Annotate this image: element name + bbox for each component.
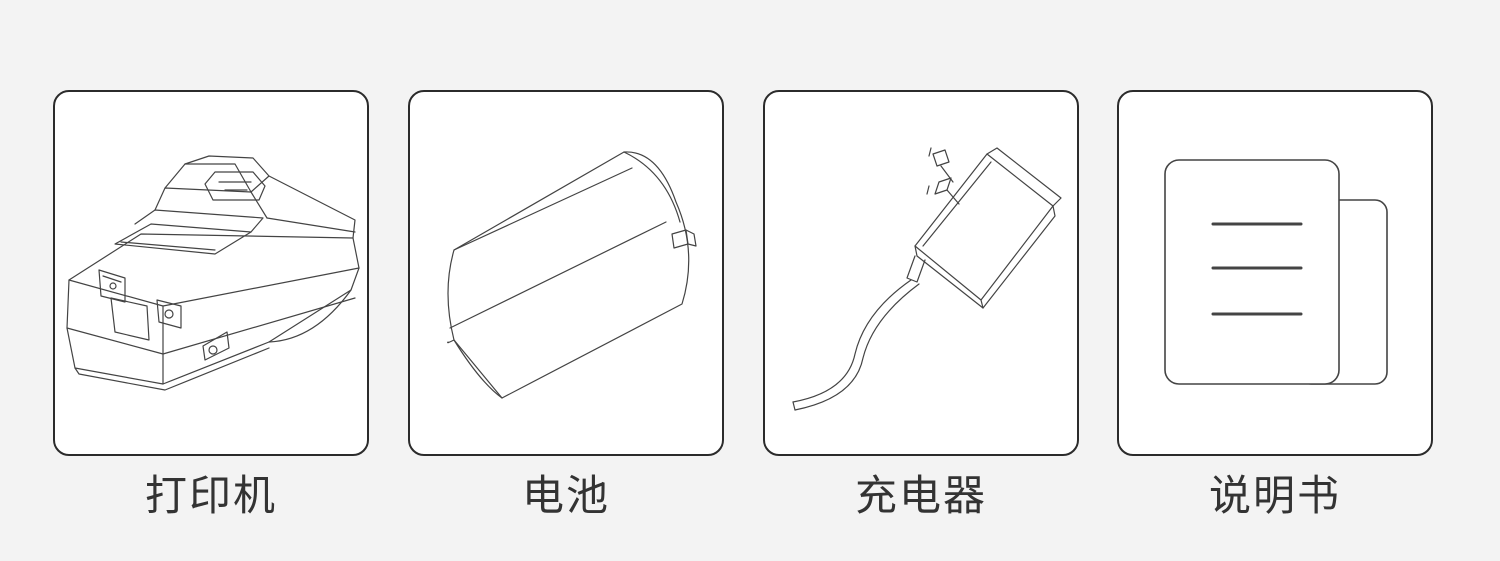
printer-card <box>53 90 369 456</box>
manual-icon <box>1164 159 1388 385</box>
printer-icon <box>66 155 360 391</box>
manual-card <box>1117 90 1433 456</box>
item-charger: 充电器 <box>763 90 1079 520</box>
battery-label: 电池 <box>521 471 610 520</box>
printer-label: 打印机 <box>144 471 277 520</box>
item-battery: 电池 <box>408 90 724 520</box>
battery-card <box>408 90 724 456</box>
charger-card <box>763 90 1079 456</box>
charger-icon <box>792 147 1062 411</box>
item-manual: 说明书 <box>1117 90 1433 520</box>
battery-icon <box>447 151 697 399</box>
manual-label: 说明书 <box>1208 471 1341 520</box>
charger-label: 充电器 <box>854 471 987 520</box>
item-printer: 打印机 <box>53 90 369 520</box>
